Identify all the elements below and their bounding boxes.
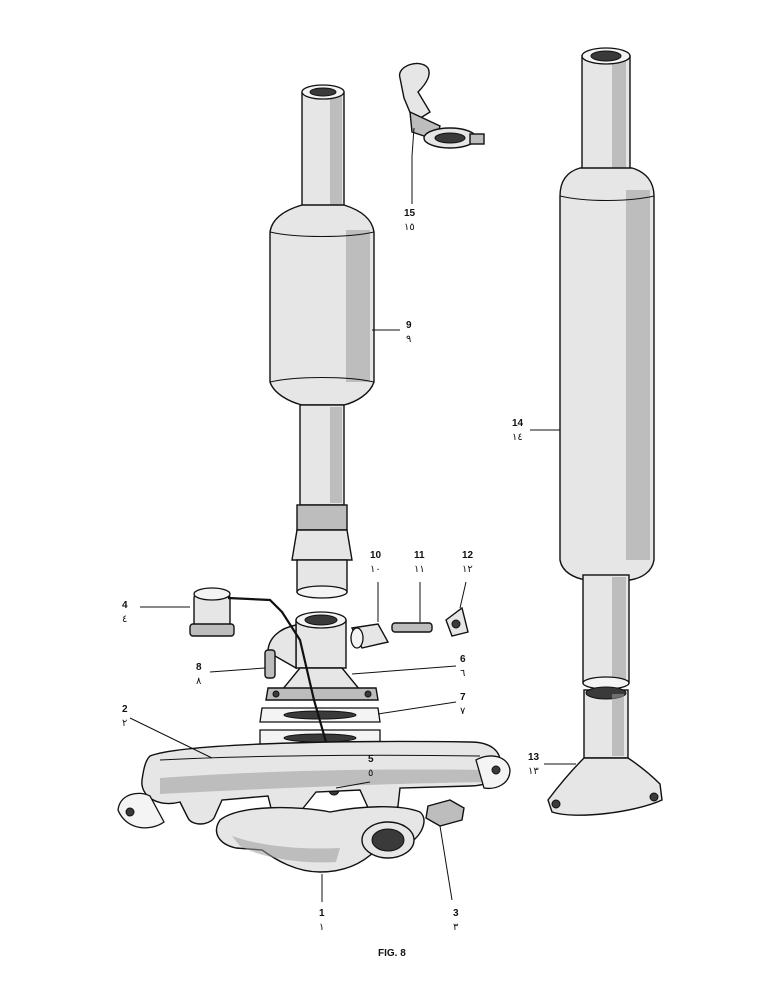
callout-5-number: 5 xyxy=(368,754,374,765)
callout-14-number: 14 xyxy=(512,418,524,429)
callout-labels: 1 ١ 2 ٢ 3 ٣ 4 ٤ 5 ٥ 6 ٦ 7 ٧ 8 ٨ 9 ٩ 10 ١… xyxy=(122,208,540,933)
callout-10-arabic: ١٠ xyxy=(370,564,381,575)
callout-7-arabic: ٧ xyxy=(460,706,466,717)
figure-caption: FIG. 8 xyxy=(378,948,406,959)
callout-12-arabic: ١٢ xyxy=(462,564,473,575)
callout-4-number: 4 xyxy=(122,600,128,611)
callout-9-arabic: ٩ xyxy=(406,334,411,345)
callout-2-arabic: ٢ xyxy=(122,718,127,729)
callout-6-arabic: ٦ xyxy=(460,668,465,679)
pin xyxy=(391,622,433,633)
nut xyxy=(425,799,465,827)
leader-lines xyxy=(129,329,576,902)
exhaust-manifold xyxy=(117,740,511,829)
callout-1-number: 1 xyxy=(319,908,325,919)
callout-13-arabic: ١٣ xyxy=(528,766,539,777)
exhaust-clamp-clip xyxy=(399,62,485,157)
callout-3-number: 3 xyxy=(453,908,459,919)
callout-8-number: 8 xyxy=(196,662,202,673)
callout-10-number: 10 xyxy=(370,550,382,561)
callout-9-number: 9 xyxy=(406,320,412,331)
control-unit-and-pipe xyxy=(189,587,340,796)
callout-11-arabic: ١١ xyxy=(414,564,425,575)
stud xyxy=(264,649,276,679)
callout-12-number: 12 xyxy=(462,550,474,561)
callout-3-arabic: ٣ xyxy=(453,922,459,933)
callout-7-number: 7 xyxy=(460,692,466,703)
inlet-manifold xyxy=(215,806,425,873)
callout-11-number: 11 xyxy=(414,550,425,561)
callout-14-arabic: ١٤ xyxy=(512,432,523,443)
spacer-bush xyxy=(350,623,390,649)
upper-tailpipe-and-silencer xyxy=(269,84,375,599)
callout-5-arabic: ٥ xyxy=(368,768,373,779)
callout-6-number: 6 xyxy=(460,654,466,665)
long-silencer-assembly xyxy=(547,47,663,816)
callout-15-number: 15 xyxy=(404,208,416,219)
callout-15-arabic: ١٥ xyxy=(404,222,415,233)
callout-8-arabic: ٨ xyxy=(196,676,202,687)
callout-2-number: 2 xyxy=(122,704,128,715)
callout-1-arabic: ١ xyxy=(319,922,324,933)
clip-plate xyxy=(445,606,469,637)
callout-13-number: 13 xyxy=(528,752,540,763)
callout-4-arabic: ٤ xyxy=(122,614,127,625)
